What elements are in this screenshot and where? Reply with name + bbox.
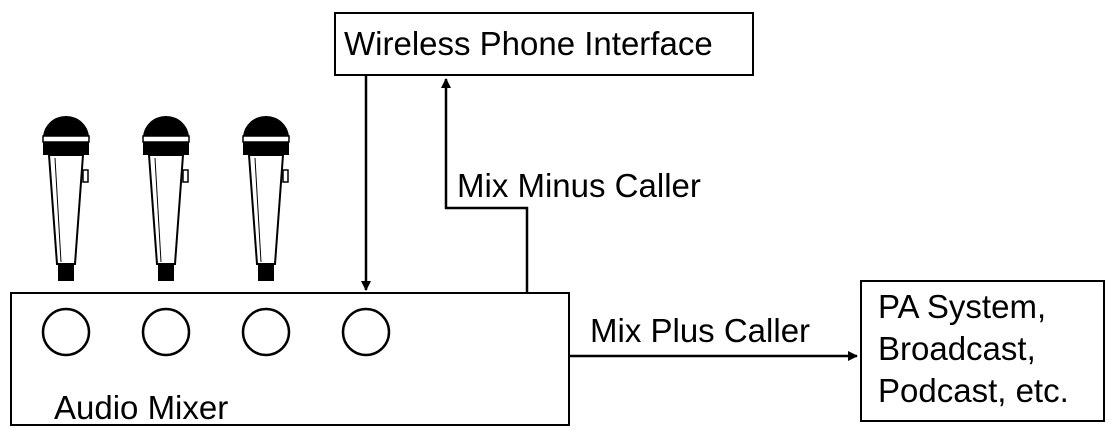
wireless-phone-interface-label: Wireless Phone Interface — [344, 25, 713, 62]
mixer-knob-2 — [141, 307, 191, 357]
audio-mixer-box — [10, 292, 570, 426]
wireless-phone-interface-box — [334, 12, 754, 76]
mixer-knob-4 — [341, 307, 391, 357]
audio-mixer-label: Audio Mixer — [54, 389, 229, 426]
microphone-icon-3 — [242, 116, 290, 281]
output-destination-box — [860, 280, 1105, 422]
mix-plus-caller-label: Mix Plus Caller — [590, 312, 811, 349]
mixer-knob-1 — [41, 307, 91, 357]
microphone-icon-1 — [42, 116, 90, 281]
mix-minus-caller-label: Mix Minus Caller — [457, 167, 701, 204]
mix-minus-arrow — [441, 78, 529, 292]
mixer-channel-knobs — [41, 307, 391, 357]
microphone-icon-2 — [142, 116, 190, 281]
mixer-knob-3 — [241, 307, 291, 357]
output-destination-label: PA System, Broadcast, Podcast, etc. — [878, 288, 1069, 409]
